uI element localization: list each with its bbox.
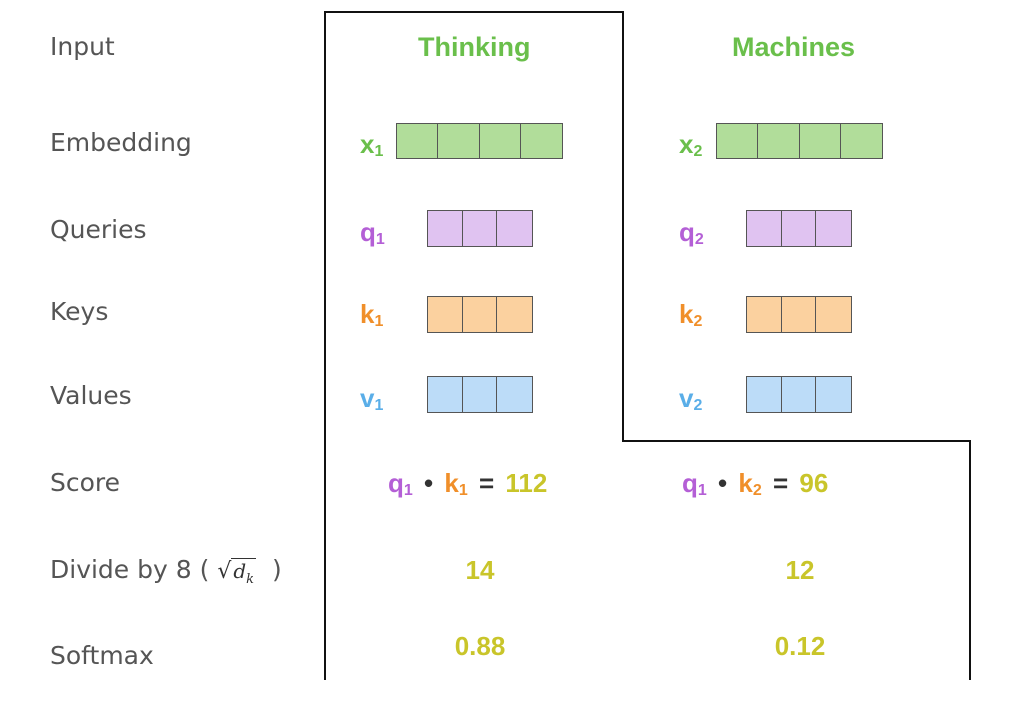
row-label-embedding: Embedding [50, 128, 192, 157]
row-label-keys: Keys [50, 297, 109, 326]
sqrt-dk-formula: √dk [217, 558, 257, 587]
row-label-queries: Queries [50, 215, 147, 244]
key-vector-k1 [427, 296, 533, 333]
row-label-softmax: Softmax [50, 641, 154, 670]
value-vector-v2 [746, 376, 852, 413]
symbol-q2: q2 [679, 217, 704, 248]
word-thinking: Thinking [418, 32, 531, 62]
value-vector-v1 [427, 376, 533, 413]
query-vector-q2 [746, 210, 852, 247]
symbol-q1: q1 [360, 217, 385, 248]
softmax-score-1: 0.88 [454, 631, 506, 661]
embedding-vector-x2 [716, 123, 883, 159]
row-label-score: Score [50, 468, 121, 497]
query-vector-q1 [427, 210, 533, 247]
embedding-vector-x1 [396, 123, 563, 159]
symbol-x2: x2 [679, 129, 703, 160]
row-label-values: Values [50, 381, 132, 410]
symbol-v1: v1 [360, 383, 384, 414]
key-vector-k2 [746, 296, 852, 333]
symbol-x1: x1 [360, 129, 384, 160]
symbol-k2: k2 [679, 299, 703, 330]
score-expression-1: q1 • k1 = 112 [388, 468, 548, 499]
divided-score-2: 12 [785, 555, 815, 585]
row-label-input: Input [50, 32, 115, 61]
symbol-v2: v2 [679, 383, 703, 414]
row-label-divide: Divide by 8 ( √dk ) [50, 555, 282, 587]
symbol-k1: k1 [360, 299, 384, 330]
word-machines: Machines [732, 32, 856, 62]
score-expression-2: q1 • k2 = 96 [682, 468, 829, 499]
divided-score-1: 14 [465, 555, 495, 585]
softmax-score-2: 0.12 [774, 631, 826, 661]
